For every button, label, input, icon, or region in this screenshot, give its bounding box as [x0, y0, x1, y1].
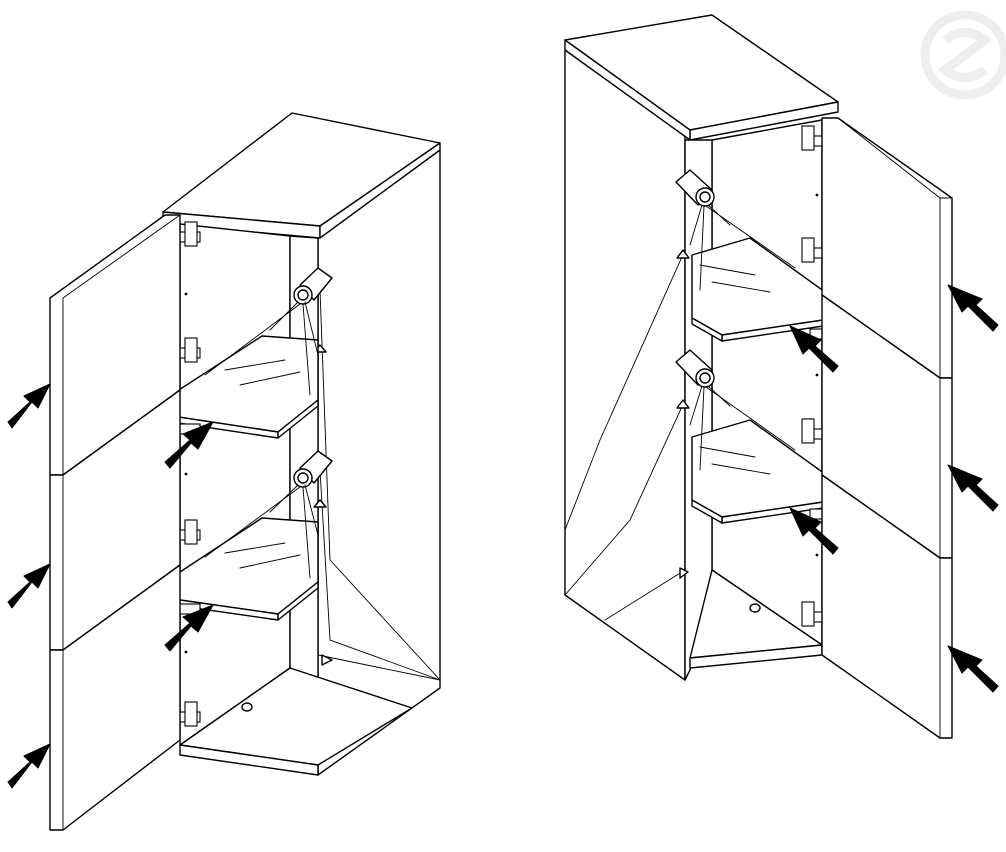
- push-arrow-icon: [789, 325, 839, 373]
- right-cabinet-cable-hole: [749, 603, 761, 613]
- spot-light-icon: [204, 450, 333, 579]
- left-cabinet-cable-hole: [241, 702, 253, 712]
- spot-light-icon: [204, 267, 333, 396]
- left-cabinet-back-wall: [179, 223, 291, 746]
- push-arrow-icon: [789, 507, 839, 555]
- left-cabinet-top-side-edge: [319, 142, 441, 239]
- right-cabinet: [564, 14, 999, 739]
- left-cabinet-door: [49, 214, 181, 831]
- push-arrow-icon: [947, 284, 999, 332]
- push-arrow-icon: [164, 604, 214, 652]
- right-upper-glass-shelf: [691, 237, 858, 342]
- spot-light-icon: [675, 169, 796, 291]
- spot-light-icon: [675, 349, 796, 471]
- left-cabinet: [7, 112, 441, 831]
- push-arrow-icon: [947, 464, 999, 512]
- push-arrow-icon: [164, 421, 214, 469]
- right-cabinet-side-panel: [564, 49, 686, 681]
- watermark-logo-icon: [920, 10, 1006, 100]
- push-arrow-icon: [947, 645, 999, 693]
- push-arrow-icon: [7, 563, 51, 609]
- left-cabinet-side-panel: [317, 149, 441, 776]
- right-cabinet-door: [821, 117, 953, 739]
- right-cabinet-back-wall: [711, 119, 823, 646]
- push-arrow-icon: [7, 383, 51, 429]
- push-arrow-icon: [7, 743, 51, 789]
